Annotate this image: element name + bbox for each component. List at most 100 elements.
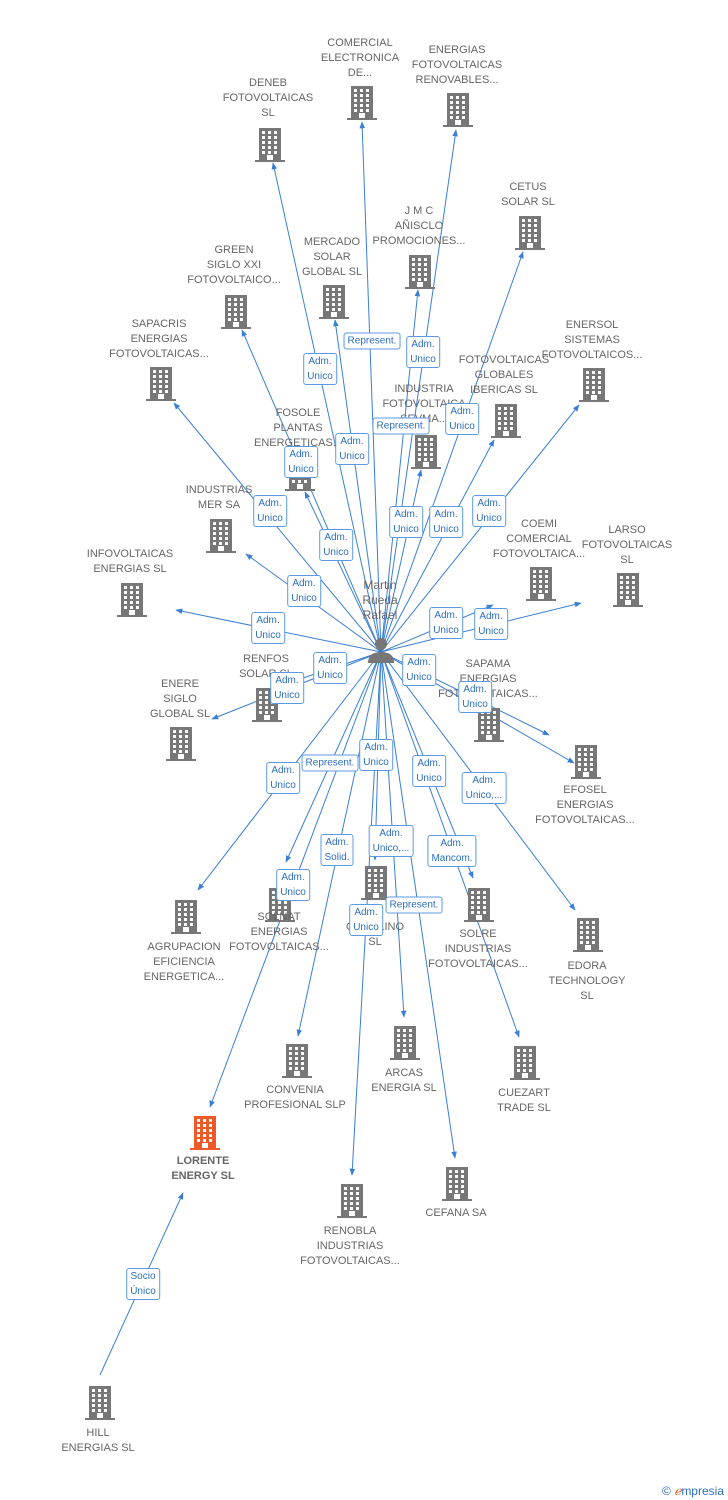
relation-badge[interactable]: Adm. Unico (458, 681, 492, 713)
edge-person-sapacris (173, 402, 382, 653)
edge-person-comercial_elec (359, 121, 382, 653)
building-icon-enere[interactable] (166, 727, 196, 761)
building-icon-solre[interactable] (464, 888, 494, 922)
relation-badge[interactable]: Adm. Unico (335, 433, 369, 465)
edge-person-industria_foto (380, 469, 423, 653)
company-label-solnat[interactable]: SOLNAT ENERGIAS FOTOVOLTAICAS... (229, 911, 329, 953)
building-icon-cuezart[interactable] (510, 1046, 540, 1080)
company-label-solre[interactable]: SOLRE INDUSTRIAS FOTOVOLTAICAS... (428, 928, 528, 970)
company-label-infovoltaicas[interactable]: INFOVOLTAICAS ENERGIAS SL (86, 548, 174, 575)
building-icon-cefana[interactable] (442, 1167, 472, 1201)
building-icon-lorente[interactable] (190, 1116, 220, 1150)
company-label-lorente[interactable]: LORENTE ENERGY SL (171, 1155, 235, 1182)
company-label-foto_globales[interactable]: FOTOVOLTAICAS GLOBALES IBERICAS SL (458, 354, 550, 396)
building-icon-convenia[interactable] (282, 1044, 312, 1078)
relation-badge[interactable]: Adm. Unico,... (368, 825, 414, 857)
relation-badge[interactable]: Adm. Unico (349, 904, 383, 936)
company-label-larso[interactable]: LARSO FOTOVOLTAICAS SL (581, 524, 673, 566)
building-icon-mercado[interactable] (319, 285, 349, 319)
building-icon-sapama[interactable] (474, 708, 504, 742)
edge-person-cetus (380, 251, 524, 653)
company-label-cuezart[interactable]: CUEZART TRADE SL (497, 1087, 551, 1114)
building-icon-coemi[interactable] (526, 567, 556, 601)
relation-badge[interactable]: Adm. Unico,... (461, 772, 507, 804)
building-icon-energias_foto[interactable] (443, 93, 473, 127)
relation-badge[interactable]: Adm. Unico (276, 869, 310, 901)
relation-badge[interactable]: Adm. Unico (429, 506, 463, 538)
company-label-coemi[interactable]: COEMI COMERCIAL FOTOVOLTAICA... (492, 518, 586, 560)
relation-badge[interactable]: Socio Único (126, 1268, 160, 1300)
relation-badge[interactable]: Adm. Unico (251, 612, 285, 644)
company-label-green[interactable]: GREEN SIGLO XXI FOTOVOLTAICO... (187, 244, 281, 286)
company-label-hill[interactable]: HILL ENERGIAS SL (61, 1427, 135, 1454)
company-label-convenia[interactable]: CONVENIA PROFESIONAL SLP (244, 1084, 346, 1111)
edge-person-energias_foto (380, 129, 458, 653)
building-icon-green[interactable] (221, 295, 251, 329)
relation-badge[interactable]: Adm. Mancom. (427, 835, 477, 867)
building-icon-foto_globales[interactable] (491, 404, 521, 438)
relation-badge[interactable]: Adm. Unico (389, 506, 423, 538)
relation-badge[interactable]: Adm. Unico (445, 403, 479, 435)
company-label-enersol[interactable]: ENERSOL SISTEMAS FOTOVOLTAICOS... (541, 319, 643, 361)
company-label-enere[interactable]: ENERE SIGLO GLOBAL SL (149, 678, 211, 720)
company-label-sapacris[interactable]: SAPACRIS ENERGIAS FOTOVOLTAICAS... (109, 318, 209, 360)
relation-badge[interactable]: Adm. Unico (287, 575, 321, 607)
building-icon-industrias_mer[interactable] (206, 519, 236, 553)
relation-badge[interactable]: Adm. Solid. (320, 834, 354, 866)
company-label-cetus[interactable]: CETUS SOLAR SL (501, 181, 555, 208)
company-label-mercado[interactable]: MERCADO SOLAR GLOBAL SL (301, 236, 363, 278)
relation-badge[interactable]: Adm. Unico (406, 336, 440, 368)
building-icon-hill[interactable] (85, 1386, 115, 1420)
building-icon-deneb[interactable] (255, 128, 285, 162)
building-icon-jmc[interactable] (405, 255, 435, 289)
relation-badge[interactable]: Adm. Unico (359, 739, 393, 771)
relation-badge[interactable]: Adm. Unico (303, 353, 337, 385)
relation-badge[interactable]: Adm. Unico (474, 608, 508, 640)
person-icon[interactable] (368, 638, 394, 663)
building-icon-cetus[interactable] (515, 216, 545, 250)
edge-person-deneb (271, 162, 382, 653)
company-label-energias_foto[interactable]: ENERGIAS FOTOVOLTAICAS RENOVABLES... (411, 44, 503, 86)
relation-badge[interactable]: Adm. Unico (429, 607, 463, 639)
building-icon-agrupacion[interactable] (171, 900, 201, 934)
relation-badge[interactable]: Adm. Unico (266, 762, 300, 794)
building-icon-sapacris[interactable] (146, 367, 176, 401)
empresia-logo-e: ℯ (674, 1484, 682, 1498)
company-label-renobla[interactable]: RENOBLA INDUSTRIAS FOTOVOLTAICAS... (300, 1225, 400, 1267)
relation-badge[interactable]: Adm. Unico (472, 495, 506, 527)
company-label-cefana[interactable]: CEFANA SA (425, 1207, 487, 1219)
relation-badge[interactable]: Adm. Unico (319, 529, 353, 561)
building-icon-renobla[interactable] (337, 1184, 367, 1218)
building-icon-edora[interactable] (573, 918, 603, 952)
building-icon-industria_foto[interactable] (411, 435, 441, 469)
building-icon-enersol[interactable] (579, 368, 609, 402)
company-label-edora[interactable]: EDORA TECHNOLOGY SL (548, 960, 626, 1002)
company-label-arcas[interactable]: ARCAS ENERGIA SL (371, 1067, 437, 1094)
relation-badge[interactable]: Adm. Unico (412, 755, 446, 787)
relation-badge[interactable]: Represent. (301, 754, 359, 772)
company-label-fosole[interactable]: FOSOLE PLANTAS ENERGETICAS... (253, 407, 343, 449)
company-label-deneb[interactable]: DENEB FOTOVOLTAICAS SL (222, 77, 314, 119)
building-icon-larso[interactable] (613, 573, 643, 607)
relation-badge[interactable]: Adm. Unico (270, 672, 304, 704)
company-label-industrias_mer[interactable]: INDUSTRIAS MER SA (185, 484, 253, 511)
building-icon-arcas[interactable] (390, 1026, 420, 1060)
company-label-jmc[interactable]: J M C AÑISCLO PROMOCIONES... (372, 205, 466, 247)
relation-badge[interactable]: Represent. (385, 896, 443, 914)
company-label-comercial_elec[interactable]: COMERCIAL ELECTRONICA DE... (320, 37, 400, 79)
building-icon-comercial_elec[interactable] (347, 86, 377, 120)
copyright-symbol: © (662, 1484, 671, 1498)
company-label-agrupacion[interactable]: AGRUPACION EFICIENCIA ENERGETICA... (143, 941, 225, 983)
relation-badge[interactable]: Adm. Unico (402, 654, 436, 686)
relation-badge[interactable]: Adm. Unico (284, 446, 318, 478)
edge-person-foto_globales (380, 439, 495, 653)
company-label-efosel[interactable]: EFOSEL ENERGIAS FOTOVOLTAICAS... (535, 784, 635, 826)
relation-badge[interactable]: Represent. (343, 332, 401, 350)
building-icon-infovoltaicas[interactable] (117, 583, 147, 617)
relation-badge[interactable]: Adm. Unico (253, 495, 287, 527)
relation-badge[interactable]: Represent. (372, 417, 430, 435)
relation-badge[interactable]: Adm. Unico (313, 652, 347, 684)
building-icon-efosel[interactable] (571, 745, 601, 779)
person-name[interactable]: Martin Rueda Rafael (362, 578, 398, 622)
building-icon-cosolino[interactable] (361, 866, 391, 900)
